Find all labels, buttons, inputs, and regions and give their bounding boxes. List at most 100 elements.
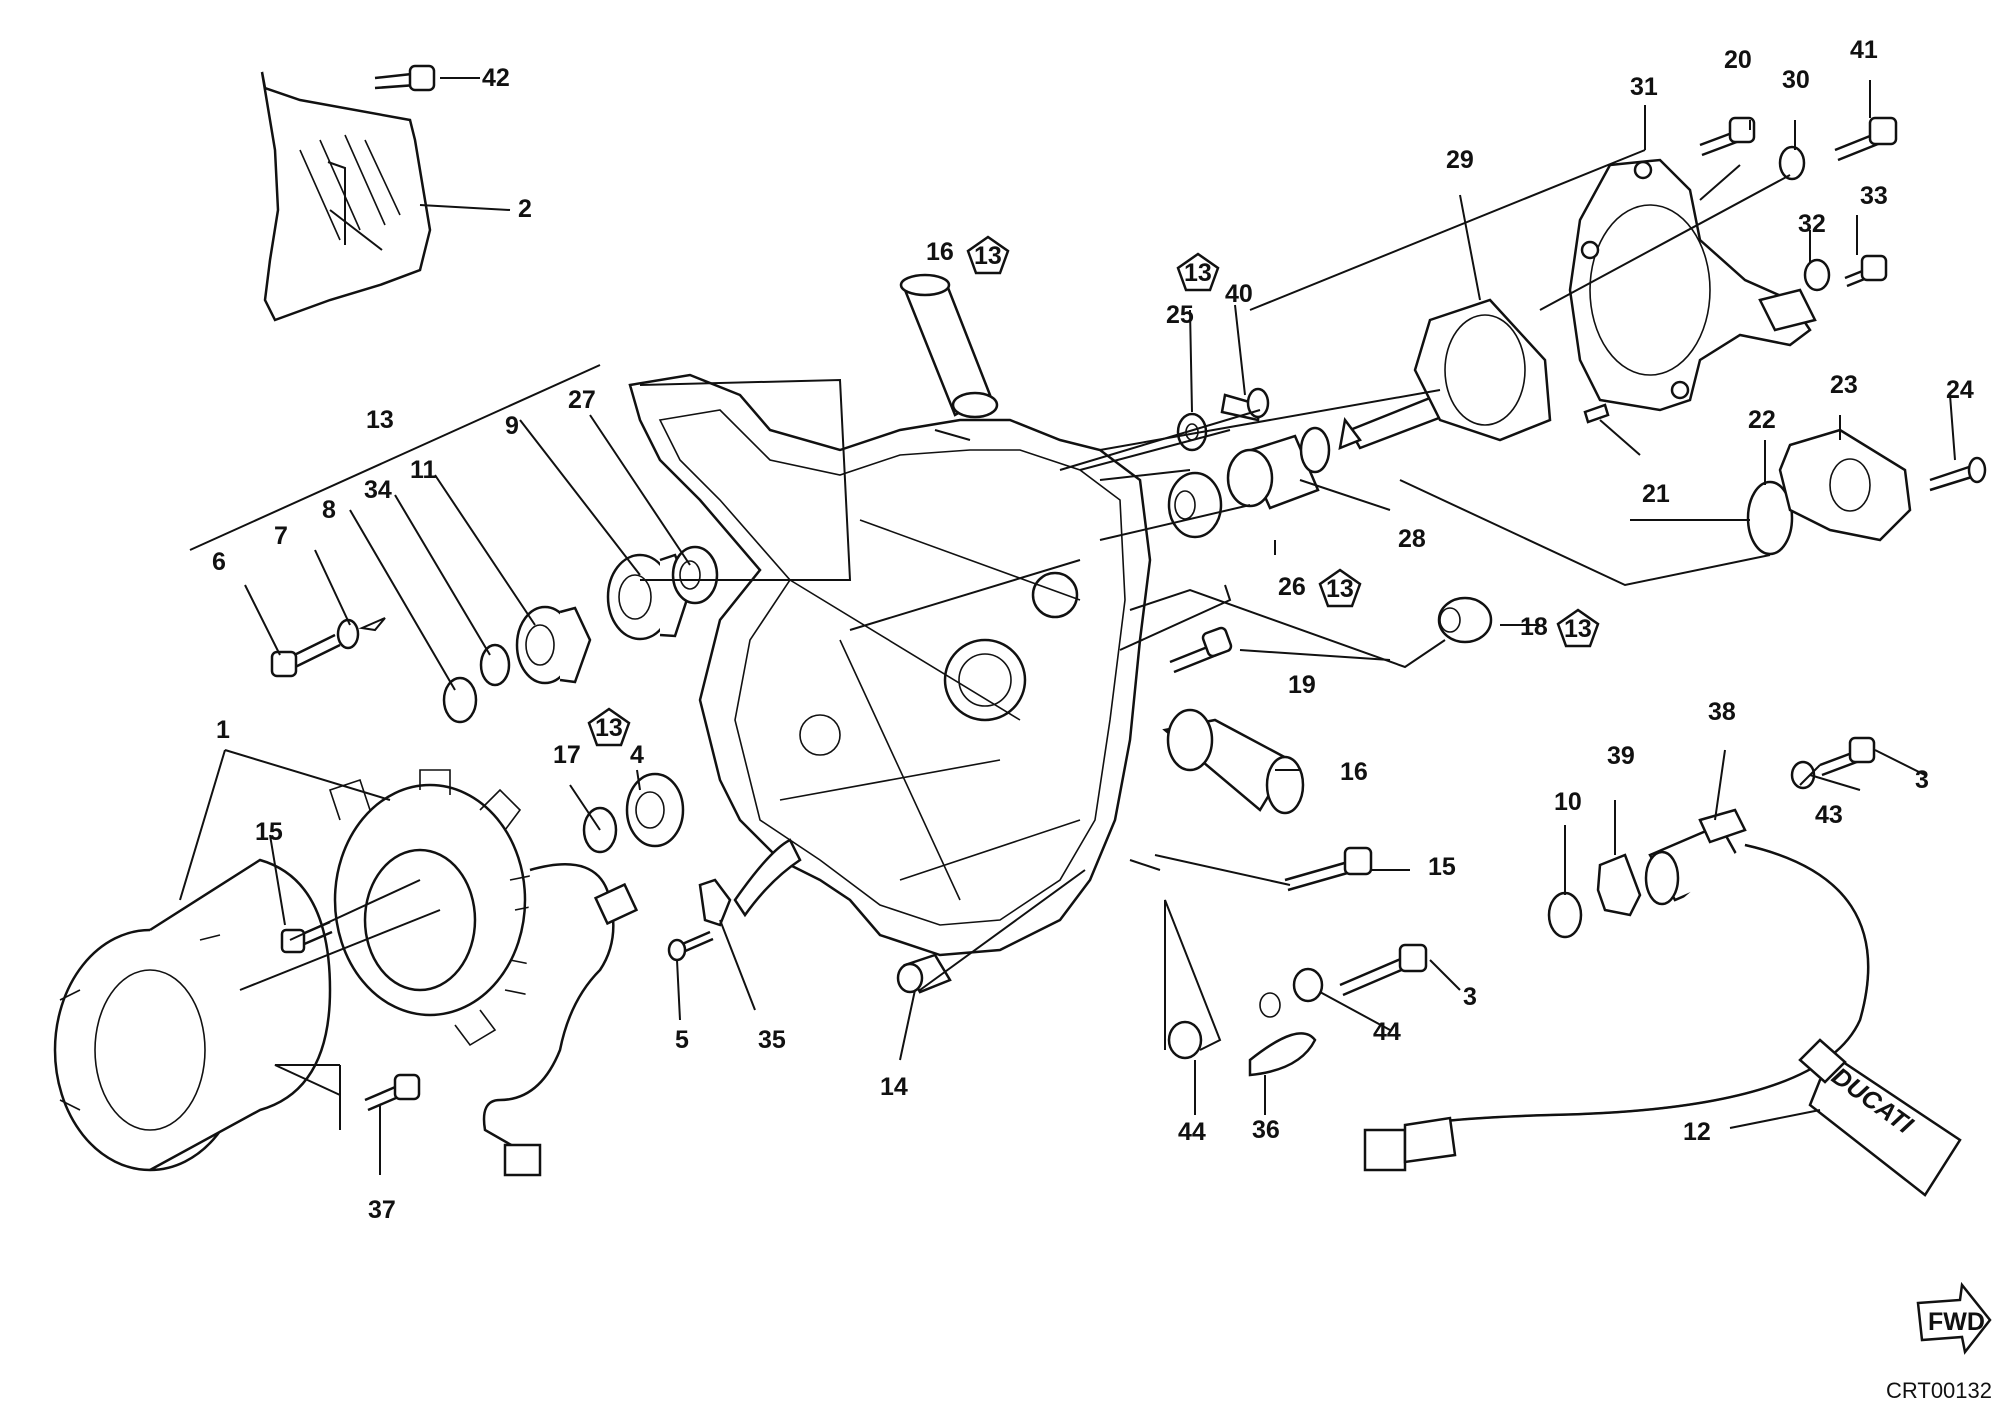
cap-18-part xyxy=(1437,596,1493,644)
generator-cover-part xyxy=(628,373,1152,957)
pin-21-part xyxy=(1583,403,1610,424)
label-12: 12 xyxy=(1683,1118,1711,1146)
circlip-8-part xyxy=(442,676,478,724)
sprocket-cover-part xyxy=(260,71,432,322)
bolt-20-part xyxy=(1699,116,1756,157)
label-44-upper: 44 xyxy=(1373,1018,1401,1046)
bolt-3-mid-part xyxy=(1339,943,1428,997)
label-22: 22 xyxy=(1748,406,1776,434)
kit-badge: 13 xyxy=(1176,252,1220,292)
label-32: 32 xyxy=(1798,210,1826,238)
bushing-28-part xyxy=(1226,426,1331,510)
sleeve-16-lower-part xyxy=(1162,708,1305,815)
label-10: 10 xyxy=(1554,788,1582,816)
kit-badge-label: 13 xyxy=(1184,259,1212,287)
label-18: 18 xyxy=(1520,613,1548,641)
dowel-14-part xyxy=(896,953,952,994)
label-35: 35 xyxy=(758,1026,786,1054)
label-25: 25 xyxy=(1166,301,1194,329)
label-28: 28 xyxy=(1398,525,1426,553)
leader-lines xyxy=(179,77,1956,1175)
pump-impeller-29-part xyxy=(1338,298,1552,450)
label-39: 39 xyxy=(1607,742,1635,770)
screw-5-part xyxy=(667,930,714,962)
label-41: 41 xyxy=(1850,36,1878,64)
label-3-right: 3 xyxy=(1915,766,1929,794)
kit-badge: 13 xyxy=(966,235,1010,275)
label-14: 14 xyxy=(880,1073,908,1101)
seal-27-part xyxy=(671,545,719,605)
label-33: 33 xyxy=(1860,182,1888,210)
label-11: 11 xyxy=(410,456,437,484)
flange-23-part xyxy=(1778,428,1912,542)
bolt-37-part xyxy=(364,1073,421,1112)
part-labels: 42 2 13 6 7 8 34 11 9 27 16 25 40 29 31 … xyxy=(212,36,1974,1224)
label-9: 9 xyxy=(505,412,519,440)
label-16-lower: 16 xyxy=(1340,758,1368,786)
kit-badge-label: 13 xyxy=(595,714,623,742)
seal-26-part xyxy=(1167,471,1223,539)
washer-44-lower-part xyxy=(1167,1020,1203,1060)
kit-badge: 13 xyxy=(1556,608,1600,648)
label-24: 24 xyxy=(1946,376,1974,404)
label-31: 31 xyxy=(1630,73,1658,101)
label-6: 6 xyxy=(212,548,226,576)
washer-44-upper-part xyxy=(1292,967,1324,1003)
screw-24-part xyxy=(1929,456,1987,492)
o-ring-22-part xyxy=(1746,480,1794,556)
fwd-arrow-icon: FWD xyxy=(1916,1281,1992,1355)
label-30: 30 xyxy=(1782,66,1810,94)
label-7: 7 xyxy=(274,522,288,550)
drawing-code: CRT00132 xyxy=(1886,1378,1992,1403)
washer-7-part xyxy=(336,617,386,650)
pickup-sensor-38-part xyxy=(1363,808,1870,1172)
label-23: 23 xyxy=(1830,371,1858,399)
label-5: 5 xyxy=(675,1026,689,1054)
label-34: 34 xyxy=(364,476,392,504)
kit-badge-label: 13 xyxy=(1564,615,1592,643)
washer-32-part xyxy=(1803,258,1831,292)
bolt-6-part xyxy=(270,633,341,678)
kit-badge-label: 13 xyxy=(1326,575,1354,603)
label-27: 27 xyxy=(568,386,596,414)
label-44-lower: 44 xyxy=(1178,1118,1206,1146)
washer-30-part xyxy=(1778,145,1806,181)
label-26: 26 xyxy=(1278,573,1306,601)
washer-43-part xyxy=(1790,760,1816,790)
bracket-35-part xyxy=(698,838,802,927)
kit-badge-label: 13 xyxy=(974,242,1002,270)
label-19: 19 xyxy=(1288,671,1316,699)
label-2: 2 xyxy=(518,195,532,223)
label-42: 42 xyxy=(482,64,510,92)
bearing-11-part xyxy=(515,605,592,685)
label-1: 1 xyxy=(216,716,230,744)
label-4: 4 xyxy=(630,741,644,769)
kit-badge: 13 xyxy=(1318,568,1362,608)
retainer-39-part xyxy=(1596,853,1642,917)
fwd-label: FWD xyxy=(1928,1308,1985,1336)
bolt-3-right-part xyxy=(1819,736,1876,777)
label-38: 38 xyxy=(1708,698,1736,726)
label-3-mid: 3 xyxy=(1463,983,1477,1011)
bolt-33-part xyxy=(1844,254,1888,288)
bolt-41-part xyxy=(1834,116,1898,162)
label-36: 36 xyxy=(1252,1116,1280,1144)
label-17: 17 xyxy=(553,741,581,769)
label-20: 20 xyxy=(1724,46,1752,74)
bolt-15-right-part xyxy=(1284,846,1373,892)
o-ring-10-part xyxy=(1547,891,1583,939)
label-15-left: 15 xyxy=(255,818,283,846)
label-8: 8 xyxy=(322,496,336,524)
bolt-19-part xyxy=(1169,626,1233,674)
screw-42-part xyxy=(374,64,436,92)
label-43: 43 xyxy=(1815,801,1843,829)
sealant-tube-12-part xyxy=(1798,1038,1962,1197)
sleeve-16-upper-part xyxy=(899,273,999,419)
cable-clip-36-part xyxy=(1248,992,1317,1077)
washer-34-part xyxy=(479,643,511,687)
label-15-right: 15 xyxy=(1428,853,1456,881)
label-16-upper: 16 xyxy=(926,238,954,266)
kit-badge: 13 xyxy=(587,707,631,747)
label-37: 37 xyxy=(368,1196,396,1224)
